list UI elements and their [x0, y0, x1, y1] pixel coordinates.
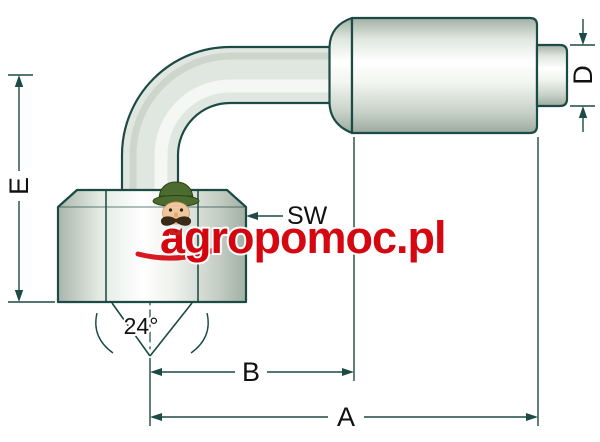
- dimension-D: D: [566, 19, 600, 132]
- crimp-ferrule: [328, 16, 569, 135]
- elbow-tube: [120, 45, 337, 199]
- angle-dimension: 24°: [95, 311, 209, 354]
- dimension-D-label: D: [568, 65, 598, 85]
- watermark-swoosh: [135, 247, 217, 261]
- dimension-A: A: [149, 137, 539, 434]
- dimension-E: E: [2, 74, 55, 303]
- dimension-B-label: B: [242, 357, 260, 387]
- dimension-A-label: A: [337, 402, 355, 432]
- farmer-mascot-icon: [152, 181, 200, 235]
- watermark-text: agropomoc.pl: [160, 212, 446, 263]
- dimension-SW-label: SW: [287, 202, 328, 230]
- dimension-SW: SW: [246, 200, 330, 232]
- cone-seat: [111, 302, 193, 357]
- dimension-E-label: E: [4, 177, 34, 195]
- watermark: agropomoc.pl: [135, 181, 449, 265]
- dimension-B: B: [150, 137, 355, 389]
- angle-label: 24°: [124, 313, 159, 339]
- hex-nut: [56, 188, 248, 304]
